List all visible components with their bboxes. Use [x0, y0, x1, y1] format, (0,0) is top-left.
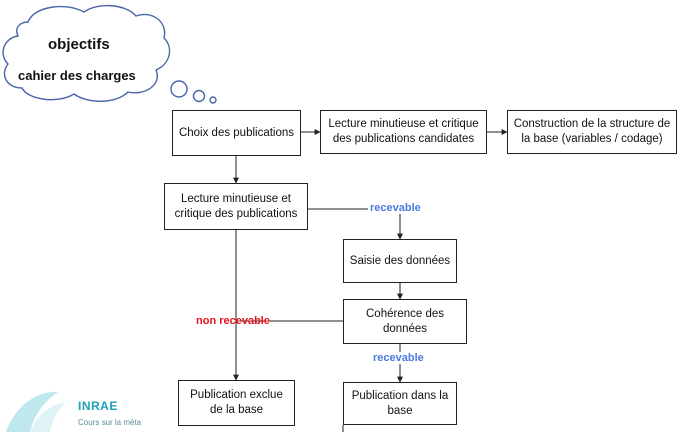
box-coherence-donnees: Cohérence des données	[343, 299, 467, 344]
logo-caption: Cours sur la méta	[78, 418, 142, 427]
label-recevable-2: recevable	[371, 352, 426, 364]
box-choix-publications: Choix des publications	[172, 110, 301, 156]
inrae-logo-text: INRAE	[78, 399, 118, 413]
cloud-bubble-medium	[192, 89, 206, 103]
cloud-line-cahier: cahier des charges	[18, 68, 136, 83]
cloud-bubble-small	[209, 96, 217, 104]
box-publication-exclue: Publication exclue de la base	[178, 380, 295, 426]
label-non-recevable: non recevable	[196, 315, 270, 327]
thought-cloud	[2, 5, 217, 104]
inrae-logo-swoosh	[6, 391, 66, 432]
cloud-bubble-large	[170, 80, 188, 98]
cloud-shape	[2, 5, 171, 102]
box-lecture-candidates: Lecture minutieuse et critique des publi…	[320, 110, 487, 154]
box-publication-dans-base: Publication dans la base	[343, 382, 457, 425]
box-lecture-critique: Lecture minutieuse et critique des publi…	[164, 183, 308, 230]
box-construction-structure: Construction de la structure de la base …	[507, 110, 677, 154]
cloud-line-objectifs: objectifs	[48, 36, 110, 53]
box-saisie-donnees: Saisie des données	[343, 239, 457, 283]
label-recevable-1: recevable	[368, 202, 423, 214]
